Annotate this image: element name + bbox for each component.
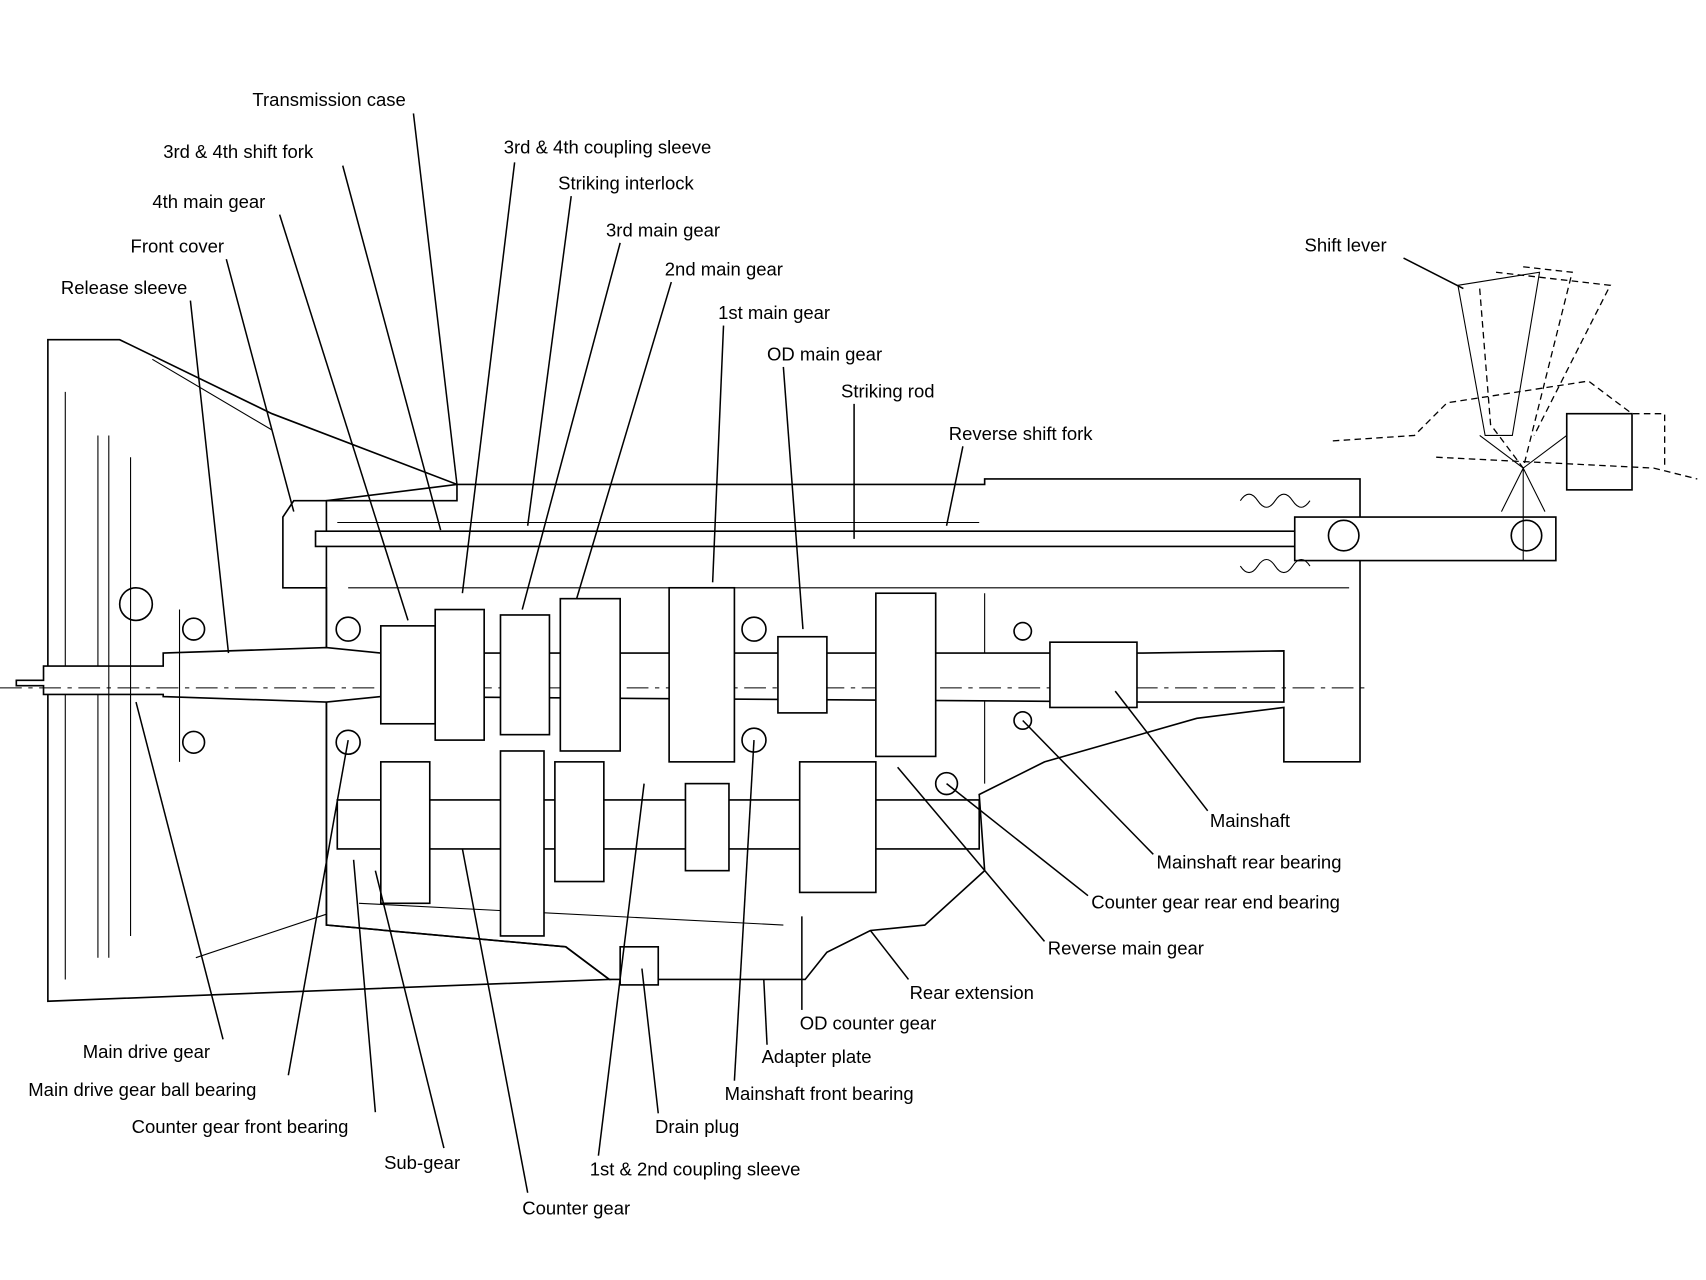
leader-line	[597, 783, 645, 1156]
bearing-ball	[335, 616, 361, 642]
leader-line	[278, 214, 409, 621]
leader-line	[374, 870, 445, 1149]
part-label: Shift lever	[1305, 235, 1387, 256]
part-label: Mainshaft	[1210, 810, 1290, 831]
leader-line	[782, 366, 804, 630]
reverse-gear-shape	[875, 592, 937, 758]
4th-gear-shape	[434, 608, 485, 741]
joint-front	[1327, 519, 1360, 552]
bearing-ball	[1013, 710, 1033, 731]
part-labels: Transmission case 3rd & 4th shift fork 3rd…	[28, 89, 1386, 1219]
part-label: Striking rod	[841, 380, 935, 401]
part-label: Sub-gear	[384, 1152, 460, 1173]
case-inner	[337, 521, 1350, 926]
part-label: OD counter gear	[800, 1013, 937, 1034]
shift-lever-base	[1332, 380, 1698, 480]
leader-line	[945, 446, 964, 526]
leader-line	[521, 242, 621, 610]
part-label: Counter gear front bearing	[132, 1116, 349, 1137]
leader-line	[1114, 690, 1209, 812]
leader-line	[526, 195, 572, 526]
leader-line	[135, 701, 224, 1040]
part-label: Reverse main gear	[1048, 937, 1204, 958]
pivot	[181, 730, 206, 754]
part-label: 2nd main gear	[665, 259, 783, 280]
leader-line	[763, 979, 768, 1045]
part-label: Counter gear rear end bearing	[1091, 892, 1340, 913]
part-label: Mainshaft rear bearing	[1157, 851, 1342, 872]
bearing-ball	[1013, 621, 1033, 641]
leader-line	[575, 281, 673, 599]
bearing-ball	[741, 616, 767, 642]
leader-line	[412, 113, 458, 485]
part-label: Reverse shift fork	[949, 423, 1094, 444]
1st-gear-shape	[668, 586, 736, 763]
part-label: Main drive gear ball bearing	[28, 1079, 256, 1100]
part-label: 1st main gear	[718, 302, 830, 323]
leader-line	[641, 968, 660, 1114]
od-gear-shape	[777, 635, 828, 714]
leader-line	[225, 258, 295, 512]
joint-rear	[1510, 519, 1543, 552]
part-label: Release sleeve	[61, 277, 187, 298]
pivot	[181, 617, 206, 641]
2nd-gear-shape	[559, 597, 621, 752]
leader-lines	[135, 113, 1464, 1193]
3rd-gear-shape	[499, 614, 551, 736]
release-bearing	[118, 586, 154, 622]
part-label: OD main gear	[767, 343, 882, 364]
part-label: 3rd & 4th shift fork	[163, 141, 314, 162]
leader-line	[869, 930, 910, 980]
counter-1st	[684, 782, 730, 872]
shift-lever-positions	[1479, 266, 1612, 469]
lever-housing	[1565, 412, 1633, 491]
bearing-ball	[335, 729, 361, 756]
part-label: Mainshaft front bearing	[725, 1083, 914, 1104]
leader-line	[946, 783, 1089, 897]
part-label: 3rd main gear	[606, 219, 720, 240]
part-label: Main drive gear	[83, 1041, 210, 1062]
lever-pivot-rays	[1479, 435, 1568, 561]
drain-plug-shape	[619, 946, 660, 986]
leader-line	[352, 859, 377, 1113]
part-label: Striking interlock	[558, 173, 694, 194]
leader-line	[287, 739, 349, 1076]
striking-rod	[314, 530, 1405, 548]
part-label: Counter gear	[522, 1197, 630, 1218]
part-label: Adapter plate	[762, 1046, 872, 1067]
counter-3rd	[499, 750, 545, 937]
part-label: 3rd & 4th coupling sleeve	[504, 137, 712, 158]
leader-line	[461, 162, 516, 594]
boot-bellows	[1239, 493, 1311, 574]
rear-bearing-shape	[1049, 641, 1138, 709]
transmission-case	[325, 478, 1361, 981]
part-label: Transmission case	[252, 89, 405, 110]
leader-line	[341, 165, 442, 531]
leader-line	[1403, 257, 1464, 290]
part-label: 4th main gear	[152, 191, 265, 212]
leader-line	[461, 848, 529, 1193]
clutch-disc	[108, 435, 181, 958]
main-drive-gear-shape	[379, 625, 437, 725]
counter-od	[798, 761, 877, 894]
part-label: 1st & 2nd coupling sleeve	[590, 1158, 801, 1179]
leader-line	[897, 766, 1046, 942]
counter-shaft	[336, 799, 981, 850]
part-label: Drain plug	[655, 1116, 739, 1137]
leader-line	[1022, 719, 1154, 855]
part-label: Front cover	[131, 236, 224, 257]
leader-line	[733, 740, 755, 1081]
part-label: Rear extension	[910, 982, 1034, 1003]
counter-drive-gear	[379, 761, 431, 905]
transmission-drawing	[0, 266, 1698, 1003]
leader-line	[711, 325, 725, 583]
leader-line	[189, 300, 230, 654]
counter-2nd	[554, 761, 605, 883]
shift-lever	[1457, 271, 1541, 436]
bearing-ball	[934, 771, 959, 796]
